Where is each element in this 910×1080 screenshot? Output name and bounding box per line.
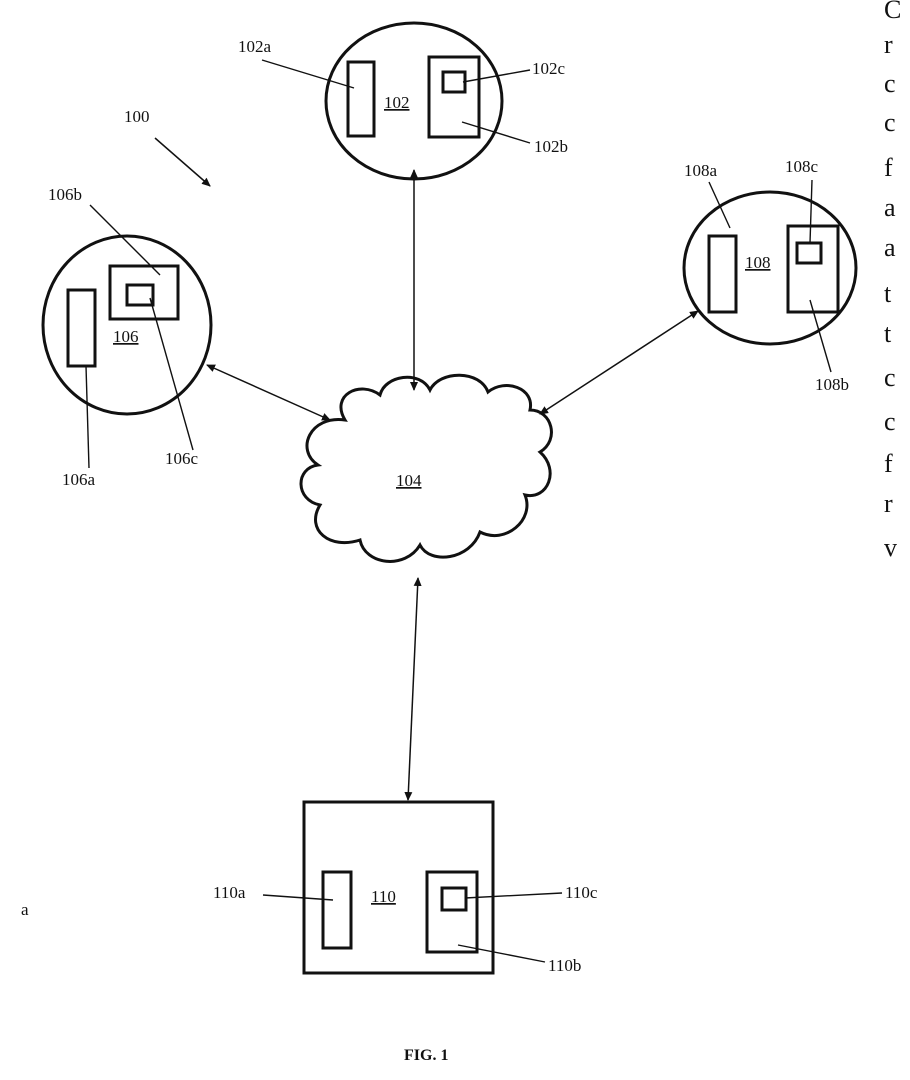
label-110b: 110b	[548, 956, 581, 975]
side-char: C	[884, 0, 901, 24]
node-106: 106 106b 106c 106a	[43, 185, 211, 489]
node-106-label: 106	[113, 327, 139, 346]
system-ref-label: 100	[124, 107, 150, 126]
label-106b: 106b	[48, 185, 82, 204]
component-110b	[427, 872, 477, 952]
side-char: f	[884, 449, 893, 478]
side-char: t	[884, 319, 892, 348]
label-102c: 102c	[532, 59, 566, 78]
stray-mark: a	[21, 900, 29, 919]
node-108: 108 108a 108c 108b	[684, 157, 856, 394]
side-char: t	[884, 279, 892, 308]
label-108c: 108c	[785, 157, 819, 176]
link-104-110	[408, 578, 418, 800]
label-108a: 108a	[684, 161, 718, 180]
link-106-104	[207, 365, 330, 420]
component-106c	[127, 285, 153, 305]
network-cloud: 104	[301, 375, 551, 561]
side-char: c	[884, 69, 896, 98]
component-108c	[797, 243, 821, 263]
component-102c	[443, 72, 465, 92]
side-text-column: C r c c f a a t t c c f r v	[884, 0, 901, 562]
side-char: r	[884, 30, 893, 59]
node-110-label: 110	[371, 887, 396, 906]
node-102: 102 102a 102c 102b	[238, 23, 568, 179]
figure-caption: FIG. 1	[404, 1047, 448, 1064]
side-char: c	[884, 363, 896, 392]
side-char: r	[884, 489, 893, 518]
label-106c: 106c	[165, 449, 199, 468]
component-108b	[788, 226, 838, 312]
side-char: a	[884, 193, 896, 222]
component-110c	[442, 888, 466, 910]
component-108a	[709, 236, 736, 312]
side-char: c	[884, 407, 896, 436]
label-108b: 108b	[815, 375, 849, 394]
link-108-104	[540, 311, 698, 414]
label-110a: 110a	[213, 883, 246, 902]
component-110a	[323, 872, 351, 948]
side-char: f	[884, 153, 893, 182]
system-ref-arrow	[155, 138, 210, 186]
component-106a	[68, 290, 95, 366]
node-102-label: 102	[384, 93, 410, 112]
label-102b: 102b	[534, 137, 568, 156]
side-char: a	[884, 233, 896, 262]
label-110c: 110c	[565, 883, 598, 902]
component-102a	[348, 62, 374, 136]
node-108-label: 108	[745, 253, 771, 272]
node-110: 110 110a 110c 110b	[213, 802, 598, 975]
label-106a: 106a	[62, 470, 96, 489]
network-label: 104	[396, 471, 422, 490]
side-char: c	[884, 108, 896, 137]
side-char: v	[884, 533, 897, 562]
label-102a: 102a	[238, 37, 272, 56]
